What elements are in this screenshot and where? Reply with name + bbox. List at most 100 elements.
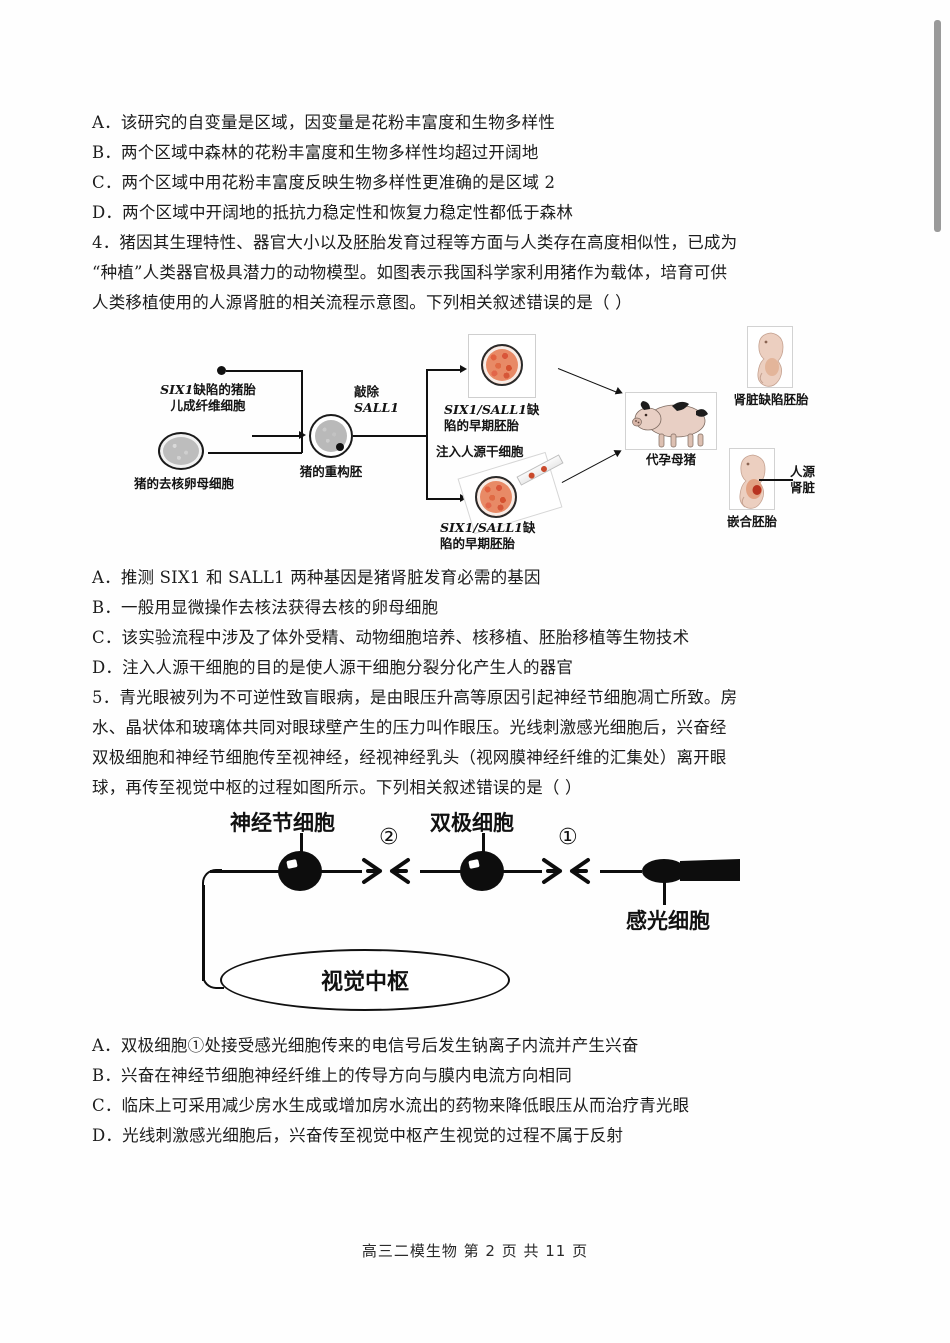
ganglion-axon-left (210, 870, 280, 873)
q4-option-b: B． 一般用显微操作去核法获得去核的卵母细胞 (92, 593, 822, 623)
q3-option-d: D． 两个区域中开阔地的抵抗力稳定性和恢复力稳定性都低于森林 (92, 198, 822, 228)
leader-line-photoreceptor (663, 881, 666, 905)
synapse-2-icon (362, 858, 410, 884)
figure-pig-kidney-flowchart: SIX1缺陷的猪胎儿成纤维细胞 猪的去核卵母细胞 猪的重构胚 (92, 324, 822, 559)
q3-option-b-label: B． (92, 143, 122, 162)
flow-line-bottom (208, 452, 302, 454)
flow-line-to-recon (252, 435, 300, 437)
leader-line-human-kidney (759, 479, 793, 481)
label-reconstructed-embryo: 猪的重构胚 (299, 464, 363, 479)
axon-synapse1-to-photoreceptor (600, 870, 642, 873)
label-kidney-defect-fetus: 肾脏缺陷胚胎 (733, 392, 809, 407)
label-human-kidney: 人源肾脏 (790, 464, 836, 496)
reconstructed-embryo-icon (309, 414, 353, 458)
q3-option-a-text: 该研究的自变量是区域，因变量是花粉丰富度和生物多样性 (120, 113, 556, 132)
bottom-early-embryo-icon (475, 476, 517, 518)
question-4: 4．猪因其生理特性、器官大小以及胚胎发育过程等方面与人类存在高度相似性，已成为 … (92, 228, 822, 683)
chimeric-fetus-icon (739, 454, 766, 509)
document-content: A． 该研究的自变量是区域，因变量是花粉丰富度和生物多样性 B． 两个区域中森林… (92, 108, 822, 1151)
q3-options-group: A． 该研究的自变量是区域，因变量是花粉丰富度和生物多样性 B． 两个区域中森林… (92, 108, 822, 228)
label-top-embryo-gene: SIX1/SALL1 (444, 402, 527, 417)
ganglion-axon-descending (202, 885, 205, 981)
q5-stem-line-3: 双极细胞和神经节细胞传至视神经，经视神经乳头（视网膜神经纤维的汇集处）离开眼 (92, 748, 727, 767)
q4-option-d-label: D． (92, 658, 123, 677)
axon-bipolar-to-synapse1 (502, 870, 542, 873)
q3-option-d-text: 两个区域中开阔地的抵抗力稳定性和恢复力稳定性都低于森林 (122, 203, 574, 222)
ganglion-axon-curve (202, 869, 222, 889)
arrow-to-reconstructed-embryo-icon (299, 430, 306, 439)
q3-option-d-label: D． (92, 203, 123, 222)
leader-line-ganglion (300, 833, 303, 859)
label-fibroblast-gene: SIX1 (160, 382, 194, 397)
arrow-to-top-embryo-icon (460, 364, 467, 373)
label-knockout: 敲除 SALL1 (354, 384, 426, 416)
axon-synapse2-to-bipolar (420, 870, 462, 873)
q5-option-c: C． 临床上可采用减少房水生成或增加房水流出的药物来降低眼压从而治疗青光眼 (92, 1091, 822, 1121)
q5-option-b: B． 兴奋在神经节细胞神经纤维上的传导方向与膜内电流方向相同 (92, 1061, 822, 1091)
q3-option-c: C． 两个区域中用花粉丰富度反映生物多样性更准确的是区域 2 (92, 168, 822, 198)
label-bottom-embryo-gene: SIX1/SALL1 (440, 520, 523, 535)
q5-option-d-label: D． (92, 1126, 123, 1145)
flow-line-split (426, 369, 428, 499)
q4-option-a: A． 推测 SIX1 和 SALL1 两种基因是猪肾脏发育必需的基因 (92, 563, 822, 593)
arrow-top-to-surrogate-head-icon (614, 386, 625, 398)
q4-option-b-text: 一般用显微操作去核法获得去核的卵母细胞 (121, 598, 439, 617)
label-human-kidney-text: 人源肾脏 (790, 464, 816, 495)
label-photoreceptor-cell: 感光细胞 (626, 909, 710, 933)
q3-option-a-label: A． (92, 113, 121, 132)
visual-cortex-oval: 视觉中枢 (220, 949, 510, 1011)
fibroblast-nucleus-icon (217, 366, 226, 375)
q4-option-d-text: 注入人源干细胞的目的是使人源干细胞分裂分化产生人的器官 (122, 658, 574, 677)
label-top-embryo-cn: 缺陷的早期胚胎 (444, 402, 540, 433)
label-bipolar-cell: 双极细胞 (430, 811, 514, 835)
q5-option-c-label: C． (92, 1096, 122, 1115)
label-bottom-early-embryo: SIX1/SALL1缺陷的早期胚胎 (440, 520, 574, 552)
q5-options-group: A． 双极细胞①处接受感光细胞传来的电信号后发生钠离子内流并产生兴奋 B． 兴奋… (92, 1031, 822, 1151)
flow-line-recon-out (353, 435, 427, 437)
label-bottom-embryo-cn: 缺陷的早期胚胎 (440, 520, 536, 551)
q3-option-c-text: 两个区域中用花粉丰富度反映生物多样性更准确的是区域 2 (121, 173, 556, 192)
flow-line-branch-bottom (426, 498, 462, 500)
label-knockout-cn: 敲除 (354, 384, 380, 399)
label-ganglion-cell: 神经节细胞 (230, 811, 335, 835)
ganglion-axon-bottom-curve (202, 969, 224, 989)
enucleated-oocyte-icon (158, 432, 204, 470)
question-5: 5．青光眼被列为不可逆性致盲眼病，是由眼压升高等原因引起神经节细胞凋亡所致。房 … (92, 683, 822, 1151)
label-inject-human-stem-cells: 注入人源干细胞 (436, 444, 524, 459)
photoreceptor-cell-icon (642, 859, 740, 883)
marker-2: ② (379, 825, 399, 850)
q4-option-a-label: A． (92, 568, 121, 587)
kidney-defect-fetus-box (747, 326, 793, 388)
q5-stem-line-1: 5．青光眼被列为不可逆性致盲眼病，是由眼压升高等原因引起神经节细胞凋亡所致。房 (92, 688, 738, 707)
q4-stem-line-2: “种植”人类器官极具潜力的动物模型。如图表示我国科学家利用猪作为载体，培育可供 (92, 263, 728, 282)
q5-option-b-text: 兴奋在神经节细胞神经纤维上的传导方向与膜内电流方向相同 (121, 1066, 572, 1085)
q5-stem-line-2: 水、晶状体和玻璃体共同对眼球壁产生的压力叫作眼压。光线刺激感光细胞后，兴奋经 (92, 718, 727, 737)
label-fibroblast-cn: 缺陷的猪胎儿成纤维细胞 (170, 382, 256, 413)
q4-option-c-text: 该实验流程中涉及了体外受精、动物细胞培养、核移植、胚胎移植等生物技术 (121, 628, 690, 647)
arrow-bottom-to-surrogate-head-icon (613, 446, 624, 458)
q5-stem-line-4: 球，再传至视觉中枢的过程如图所示。下列相关叙述错误的是（ ） (92, 778, 582, 797)
marker-1: ① (558, 825, 578, 850)
q3-option-a: A． 该研究的自变量是区域，因变量是花粉丰富度和生物多样性 (92, 108, 822, 138)
q4-options-group: A． 推测 SIX1 和 SALL1 两种基因是猪肾脏发育必需的基因 B． 一般… (92, 563, 822, 683)
surrogate-pig-icon (632, 401, 708, 448)
scrollbar-thumb[interactable] (934, 20, 941, 232)
figure-retina-neural-pathway: 神经节细胞 双极细胞 (92, 807, 822, 1025)
q3-option-b-text: 两个区域中森林的花粉丰富度和生物多样性均超过开阔地 (121, 143, 539, 162)
kidney-defect-fetus-icon (757, 332, 784, 387)
q5-option-c-text: 临床上可采用减少房水生成或增加房水流出的药物来降低眼压从而治疗青光眼 (121, 1096, 690, 1115)
label-visual-cortex: 视觉中枢 (320, 970, 409, 995)
q4-option-c: C． 该实验流程中涉及了体外受精、动物细胞培养、核移植、胚胎移植等生物技术 (92, 623, 822, 653)
q5-option-a: A． 双极细胞①处接受感光细胞传来的电信号后发生钠离子内流并产生兴奋 (92, 1031, 822, 1061)
q3-option-c-label: C． (92, 173, 122, 192)
ganglion-cell-soma-icon (278, 851, 322, 891)
label-enucleated-oocyte: 猪的去核卵母细胞 (133, 476, 234, 491)
label-surrogate-pig: 代孕母猪 (645, 452, 696, 467)
label-top-early-embryo: SIX1/SALL1缺陷的早期胚胎 (444, 402, 572, 434)
q5-option-d-text: 光线刺激感光细胞后，兴奋传至视觉中枢产生视觉的过程不属于反射 (122, 1126, 624, 1145)
q4-option-b-label: B． (92, 598, 122, 617)
q3-option-b: B． 两个区域中森林的花粉丰富度和生物多样性均超过开阔地 (92, 138, 822, 168)
label-fibroblast: SIX1缺陷的猪胎儿成纤维细胞 (128, 382, 288, 414)
q4-option-d: D． 注入人源干细胞的目的是使人源干细胞分裂分化产生人的器官 (92, 653, 822, 683)
